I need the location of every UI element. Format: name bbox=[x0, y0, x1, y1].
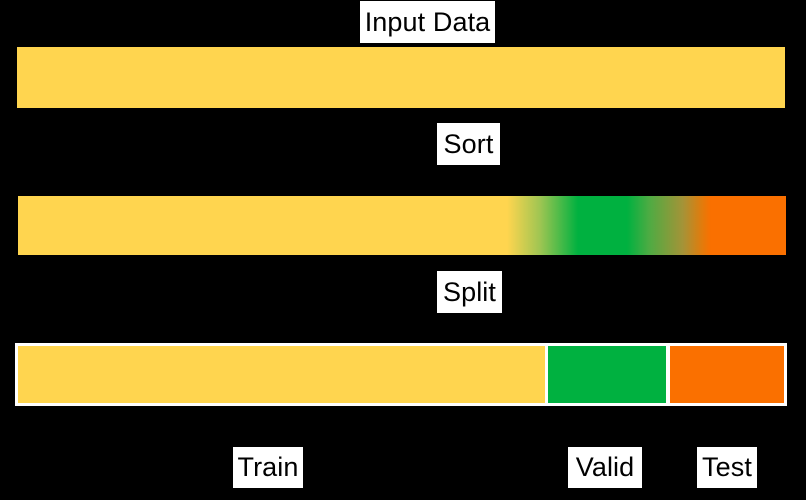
input-data-label: Input Data bbox=[360, 1, 495, 43]
sorted-data-bar bbox=[18, 196, 786, 255]
train-segment bbox=[15, 343, 548, 406]
split-label: Split bbox=[437, 271, 502, 313]
train-label: Train bbox=[233, 447, 303, 488]
valid-segment bbox=[545, 343, 669, 406]
test-label: Test bbox=[697, 447, 757, 488]
test-segment bbox=[667, 343, 787, 406]
sort-label: Sort bbox=[437, 123, 500, 165]
valid-label: Valid bbox=[568, 447, 642, 488]
input-data-bar bbox=[17, 47, 785, 108]
